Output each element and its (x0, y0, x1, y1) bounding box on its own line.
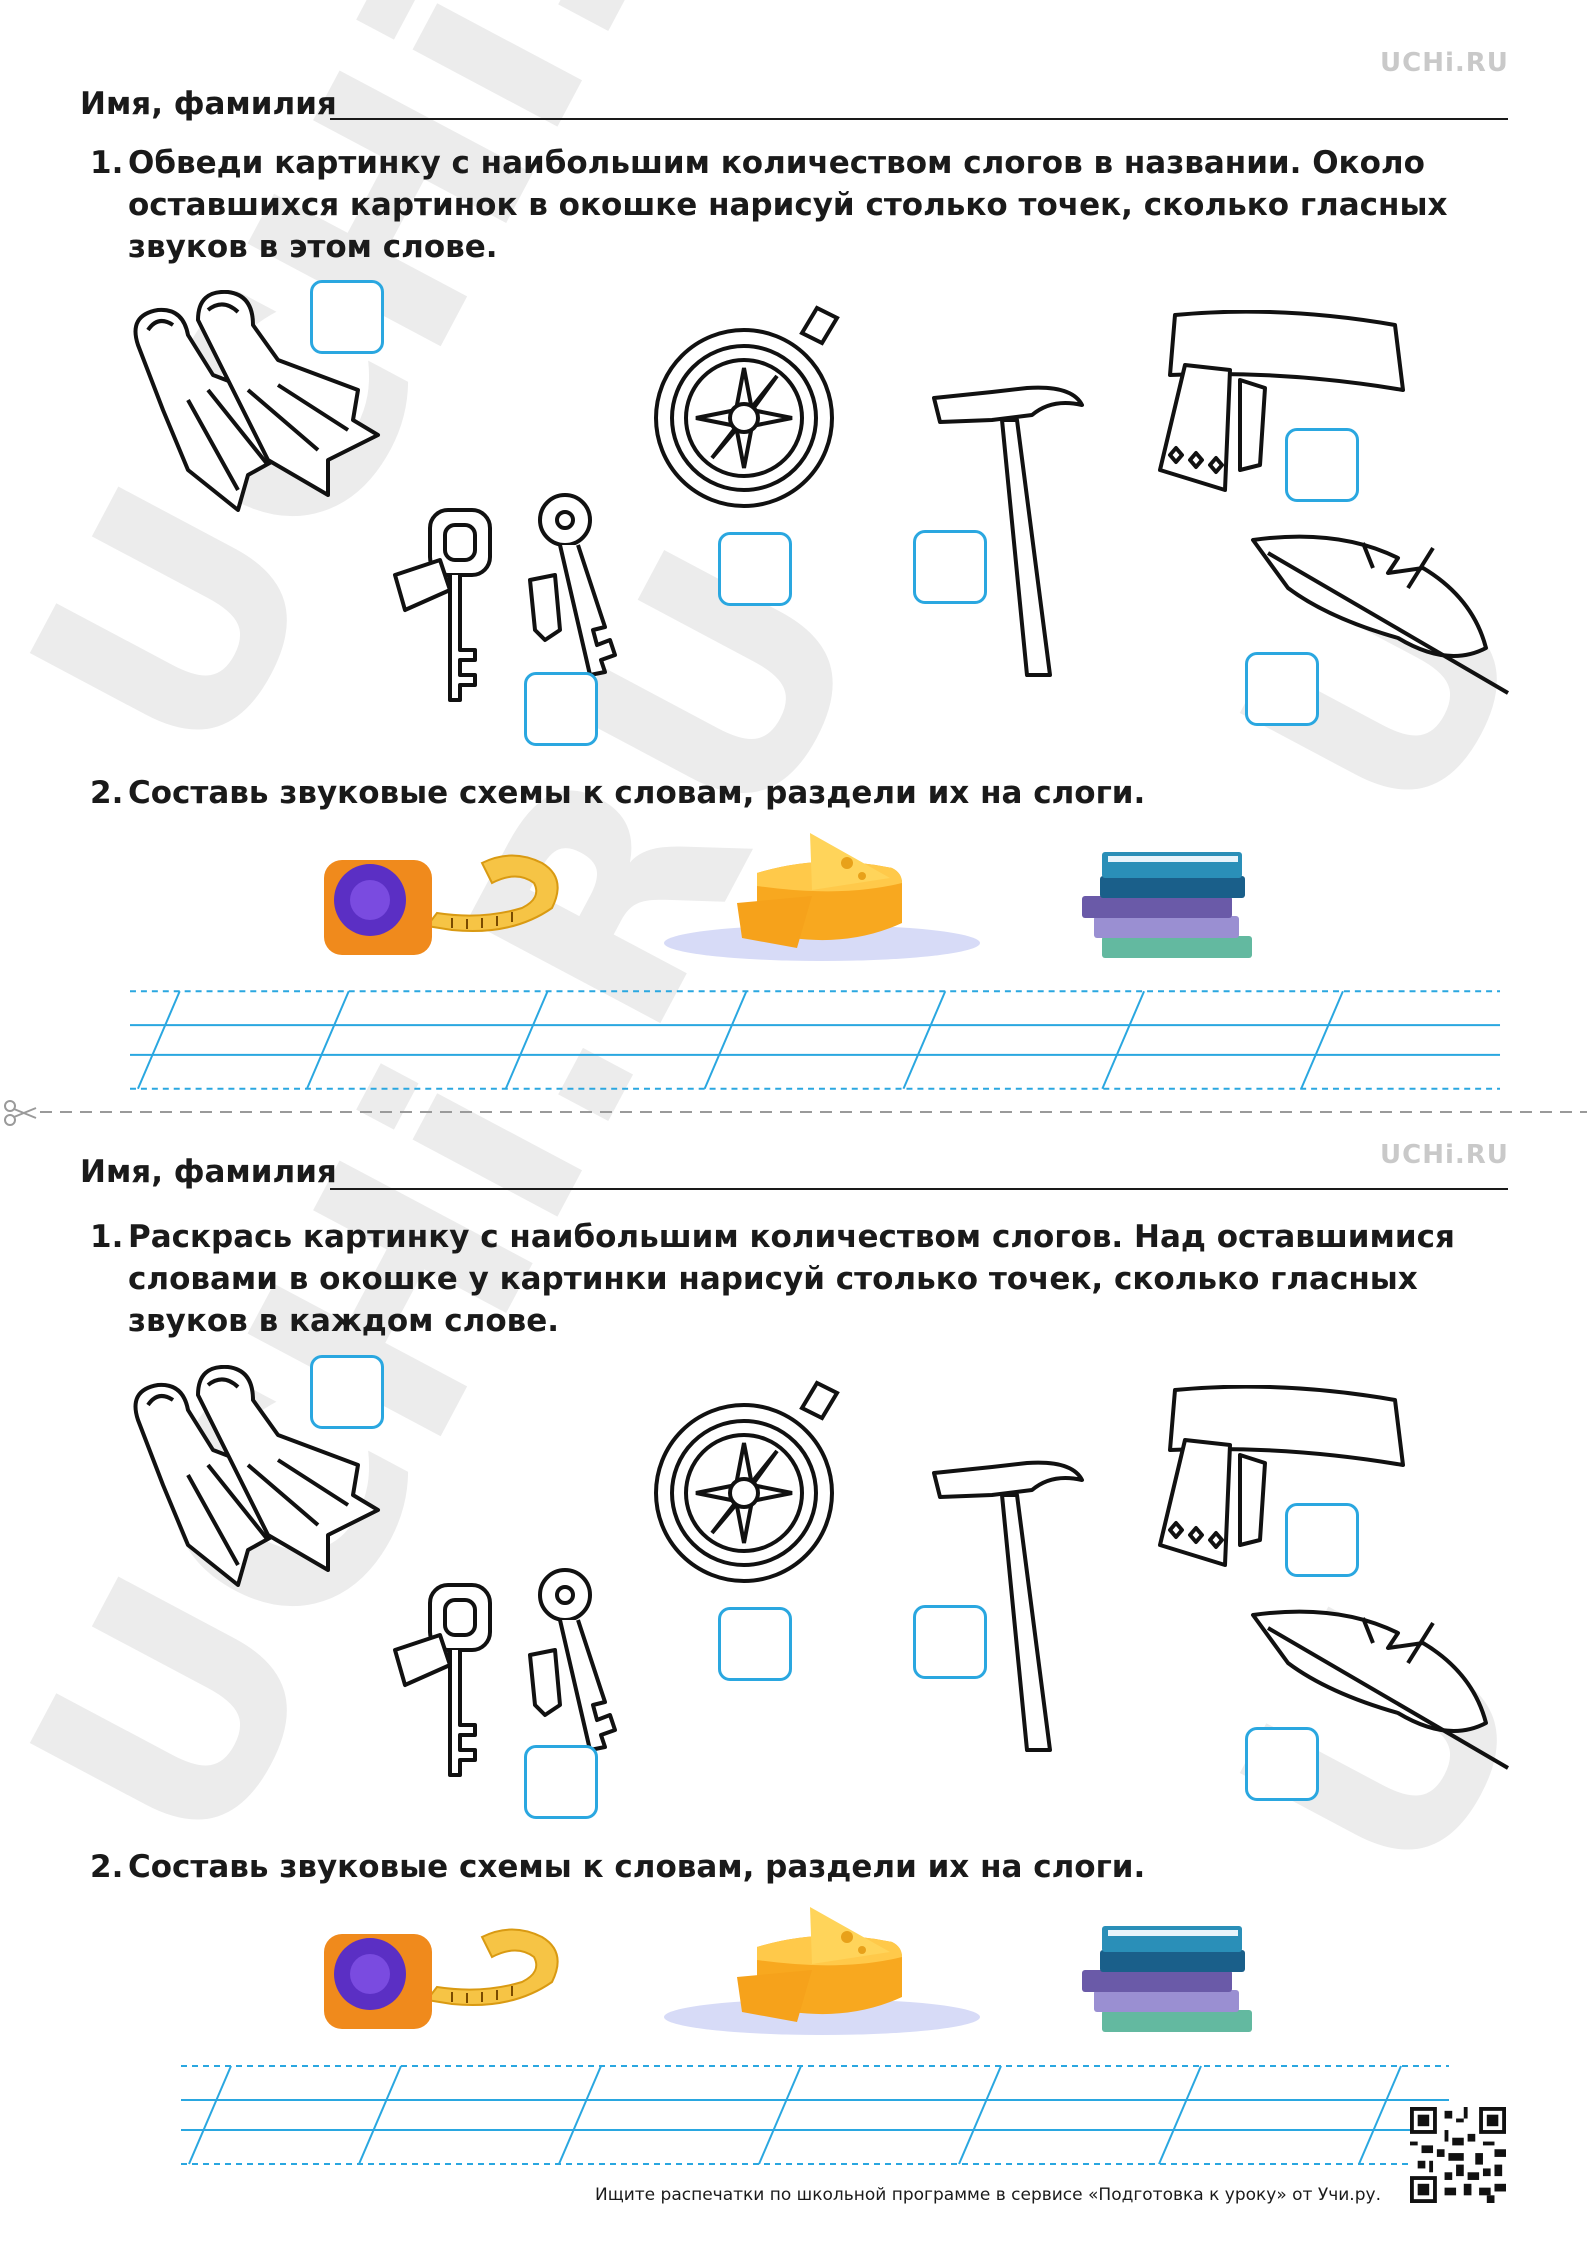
task-text: Обведи картинку с наибольшим количеством… (128, 145, 1448, 265)
task-number: 2. (90, 1849, 124, 1885)
answer-box[interactable] (310, 280, 384, 354)
task-number: 1. (90, 145, 124, 181)
answer-box[interactable] (524, 672, 598, 746)
writing-lines[interactable] (130, 985, 1502, 1095)
uchi-logo: UCHi.RU (1380, 48, 1509, 78)
answer-box[interactable] (1245, 652, 1319, 726)
cheese-icon (664, 1907, 980, 2035)
writing-lines[interactable] (130, 2060, 1502, 2170)
qr-code-icon[interactable] (1410, 2107, 1506, 2203)
answer-box[interactable] (310, 1355, 384, 1429)
hammer-icon (932, 1460, 1084, 1752)
books-icon (1082, 852, 1252, 958)
name-input-line[interactable] (330, 1188, 1508, 1190)
answer-box[interactable] (1245, 1727, 1319, 1801)
footer-text: Ищите распечатки по школьной программе в… (595, 2185, 1381, 2205)
flippers-icon (133, 290, 380, 512)
answer-box[interactable] (913, 530, 987, 604)
keys-icon (393, 1568, 617, 1777)
cut-line (4, 1100, 1587, 1126)
name-label: Имя, фамилия (80, 1154, 337, 1190)
tape-measure-icon (324, 854, 559, 955)
task-text: Составь звуковые схемы к словам, раздели… (128, 1849, 1146, 1885)
answer-box[interactable] (913, 1605, 987, 1679)
task-number: 1. (90, 1219, 124, 1255)
answer-box[interactable] (1285, 428, 1359, 502)
uchi-logo: UCHi.RU (1380, 1140, 1509, 1170)
name-label: Имя, фамилия (80, 86, 337, 122)
answer-box[interactable] (524, 1745, 598, 1819)
name-input-line[interactable] (330, 118, 1508, 120)
keys-icon (393, 493, 617, 702)
answer-box[interactable] (1285, 1503, 1359, 1577)
answer-box[interactable] (718, 1607, 792, 1681)
task-text: Составь звуковые схемы к словам, раздели… (128, 775, 1146, 811)
scissors-icon (4, 1100, 37, 1126)
cheese-icon (664, 833, 980, 961)
books-icon (1082, 1926, 1252, 2032)
compass-icon (654, 305, 840, 508)
tape-measure-icon (324, 1928, 559, 2029)
compass-icon (654, 1380, 840, 1583)
scarf-icon (1158, 1385, 1405, 1567)
hammer-icon (932, 385, 1084, 677)
feather-icon (1251, 534, 1510, 695)
flippers-icon (133, 1365, 380, 1587)
answer-box[interactable] (718, 532, 792, 606)
feather-icon (1251, 1609, 1510, 1770)
task-text: Раскрась картинку с наибольшим количеств… (128, 1219, 1455, 1339)
scarf-icon (1158, 310, 1405, 492)
task-number: 2. (90, 775, 124, 811)
